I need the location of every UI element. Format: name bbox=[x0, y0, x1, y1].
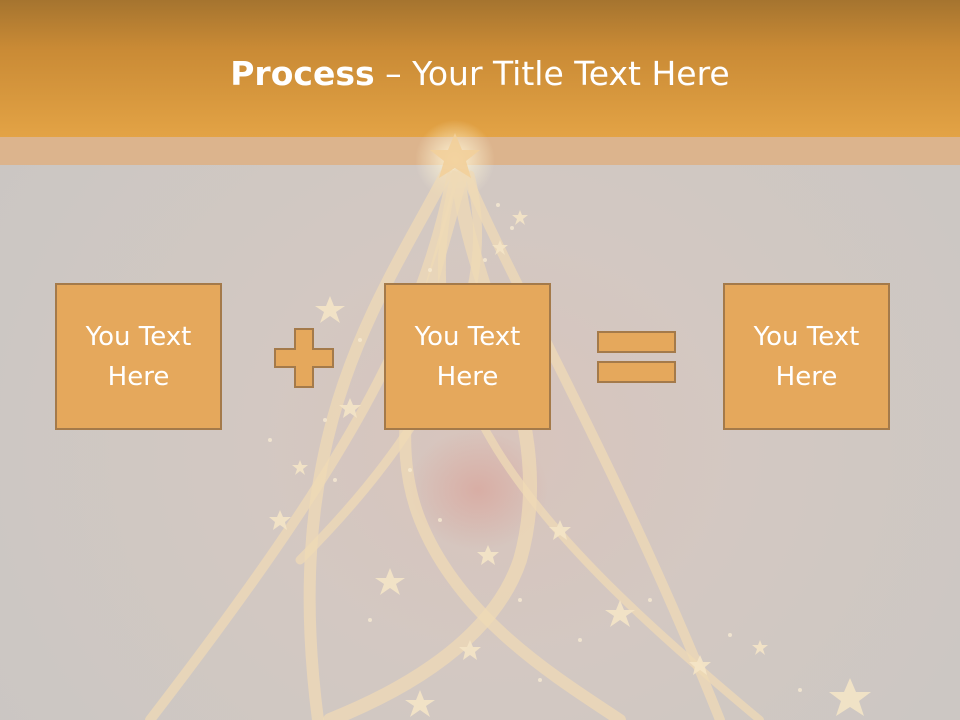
process-box-1[interactable]: You Text Here bbox=[55, 283, 222, 430]
process-box-3-label: You Text Here bbox=[753, 321, 860, 392]
title-bold: Process bbox=[230, 54, 375, 93]
process-box-2-label: You Text Here bbox=[414, 321, 521, 392]
plus-icon bbox=[274, 328, 334, 388]
process-box-2[interactable]: You Text Here bbox=[384, 283, 551, 430]
slide-title: Process – Your Title Text Here bbox=[0, 52, 960, 96]
process-box-1-label: You Text Here bbox=[85, 321, 192, 392]
process-box-3[interactable]: You Text Here bbox=[723, 283, 890, 430]
title-rest: – Your Title Text Here bbox=[374, 54, 730, 93]
star-sprinkles bbox=[269, 133, 871, 717]
title-bar bbox=[0, 0, 960, 137]
equals-icon bbox=[597, 331, 676, 383]
